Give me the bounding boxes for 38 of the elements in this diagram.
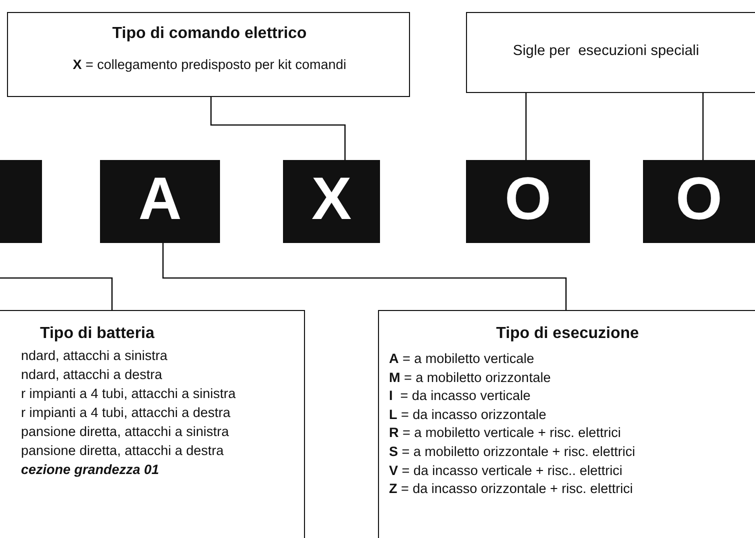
code-description: M = a mobiletto orizzontale: [389, 370, 551, 386]
legend-card: [378, 310, 755, 538]
connector-line: [702, 93, 704, 160]
section-heading: Tipo di esecuzione: [495, 325, 640, 344]
code-block: [643, 160, 755, 243]
code-description: pansione diretta, attacchi a destra: [21, 443, 224, 459]
code-description: pansione diretta, attacchi a sinistra: [21, 424, 229, 440]
code-description: ndard, attacchi a sinistra: [21, 348, 168, 364]
code-description: R = a mobiletto verticale + risc. elettrici: [389, 425, 621, 441]
legend-card: [7, 12, 410, 97]
legend-card: [466, 12, 755, 93]
code-description: S = a mobiletto orizzontale + risc. elettrici: [389, 444, 636, 460]
connector-line: [525, 93, 527, 160]
code-description: Z = da incasso orizzontale + risc. elettrici: [389, 481, 633, 497]
legend-card: [0, 310, 305, 538]
code-block: [0, 160, 42, 243]
code-description: L = da incasso orizzontale: [389, 406, 546, 422]
code-description: V = da incasso verticale + risc.. elettrici: [389, 462, 622, 478]
code-description: ndard, attacchi a destra: [21, 367, 162, 383]
connector-line: [210, 97, 346, 160]
code-letter: O: [504, 164, 552, 233]
code-description: X = collegamento predisposto per kit comandi: [72, 57, 348, 73]
code-description: r impianti a 4 tubi, attacchi a destra: [21, 405, 230, 421]
code-description: A = a mobiletto verticale: [389, 351, 534, 367]
code-letter: X: [310, 164, 353, 233]
section-heading: Sigle per esecuzioni speciali: [512, 43, 700, 60]
code-description: cezione grandezza 01: [21, 462, 160, 478]
connector-line: [0, 277, 113, 310]
code-letter: A: [137, 164, 183, 233]
code-letter: O: [674, 164, 724, 233]
section-heading: Tipo di comando elettrico: [111, 25, 308, 44]
code-description: r impianti a 4 tubi, attacchi a sinistra: [21, 386, 236, 402]
code-description: I = da incasso verticale: [389, 388, 530, 404]
connector-line: [162, 243, 567, 310]
section-heading: Tipo di batteria: [40, 325, 154, 344]
code-block: [100, 160, 220, 243]
code-block: [283, 160, 380, 243]
code-block: [466, 160, 590, 243]
